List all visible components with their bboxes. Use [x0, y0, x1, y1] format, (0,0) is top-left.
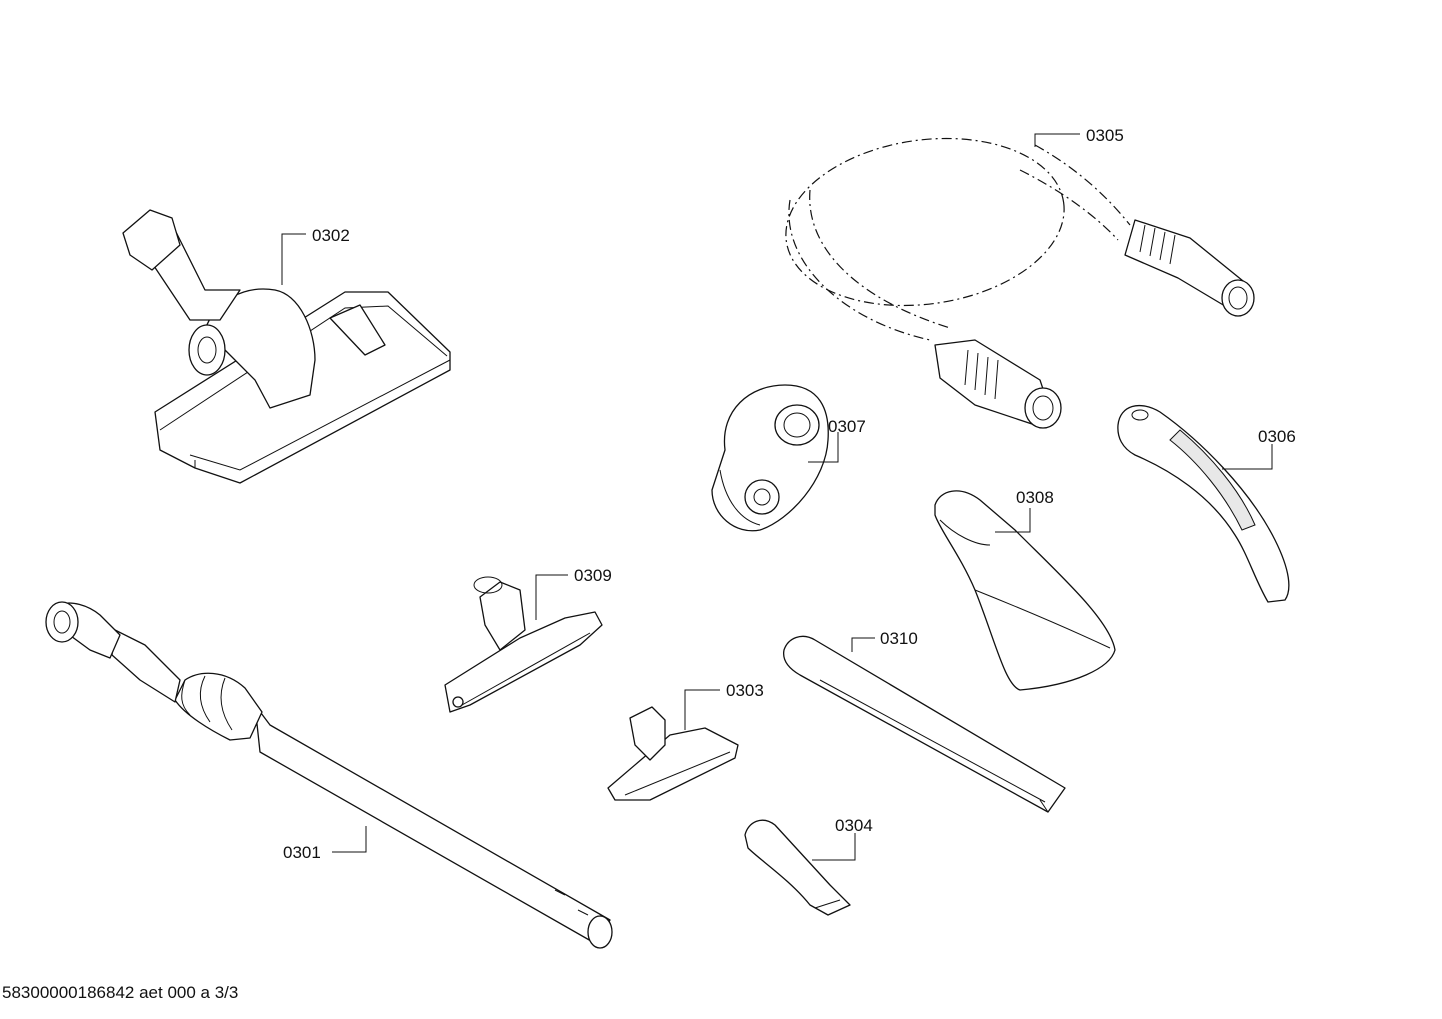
upholstery-nozzle-0308[interactable] — [934, 490, 1116, 691]
part-number-0309: 0309 — [574, 566, 612, 585]
part-number-0302: 0302 — [312, 226, 350, 245]
small-nozzle-0303[interactable] — [607, 706, 739, 801]
adapter-disc-0307[interactable] — [711, 384, 829, 532]
floor-nozzle-0302[interactable] — [122, 209, 451, 484]
part-number-0310: 0310 — [880, 629, 918, 648]
part-number-0301: 0301 — [283, 843, 321, 862]
part-number-0304: 0304 — [835, 816, 873, 835]
small-floor-nozzle-0309[interactable] — [444, 576, 603, 713]
crevice-tool-0310[interactable] — [782, 635, 1066, 813]
drawing-reference: 58300000186842 aet 000 a 3/3 — [2, 983, 238, 1002]
part-number-0305: 0305 — [1086, 126, 1124, 145]
telescopic-tube-0301[interactable] — [45, 601, 613, 949]
hose-0305[interactable] — [775, 121, 1255, 429]
part-number-0307: 0307 — [828, 417, 866, 436]
part-number-0306: 0306 — [1258, 427, 1296, 446]
part-number-0303: 0303 — [726, 681, 764, 700]
handle-0306[interactable] — [1117, 404, 1290, 603]
part-number-0308: 0308 — [1016, 488, 1054, 507]
small-crevice-0304[interactable] — [744, 819, 851, 916]
